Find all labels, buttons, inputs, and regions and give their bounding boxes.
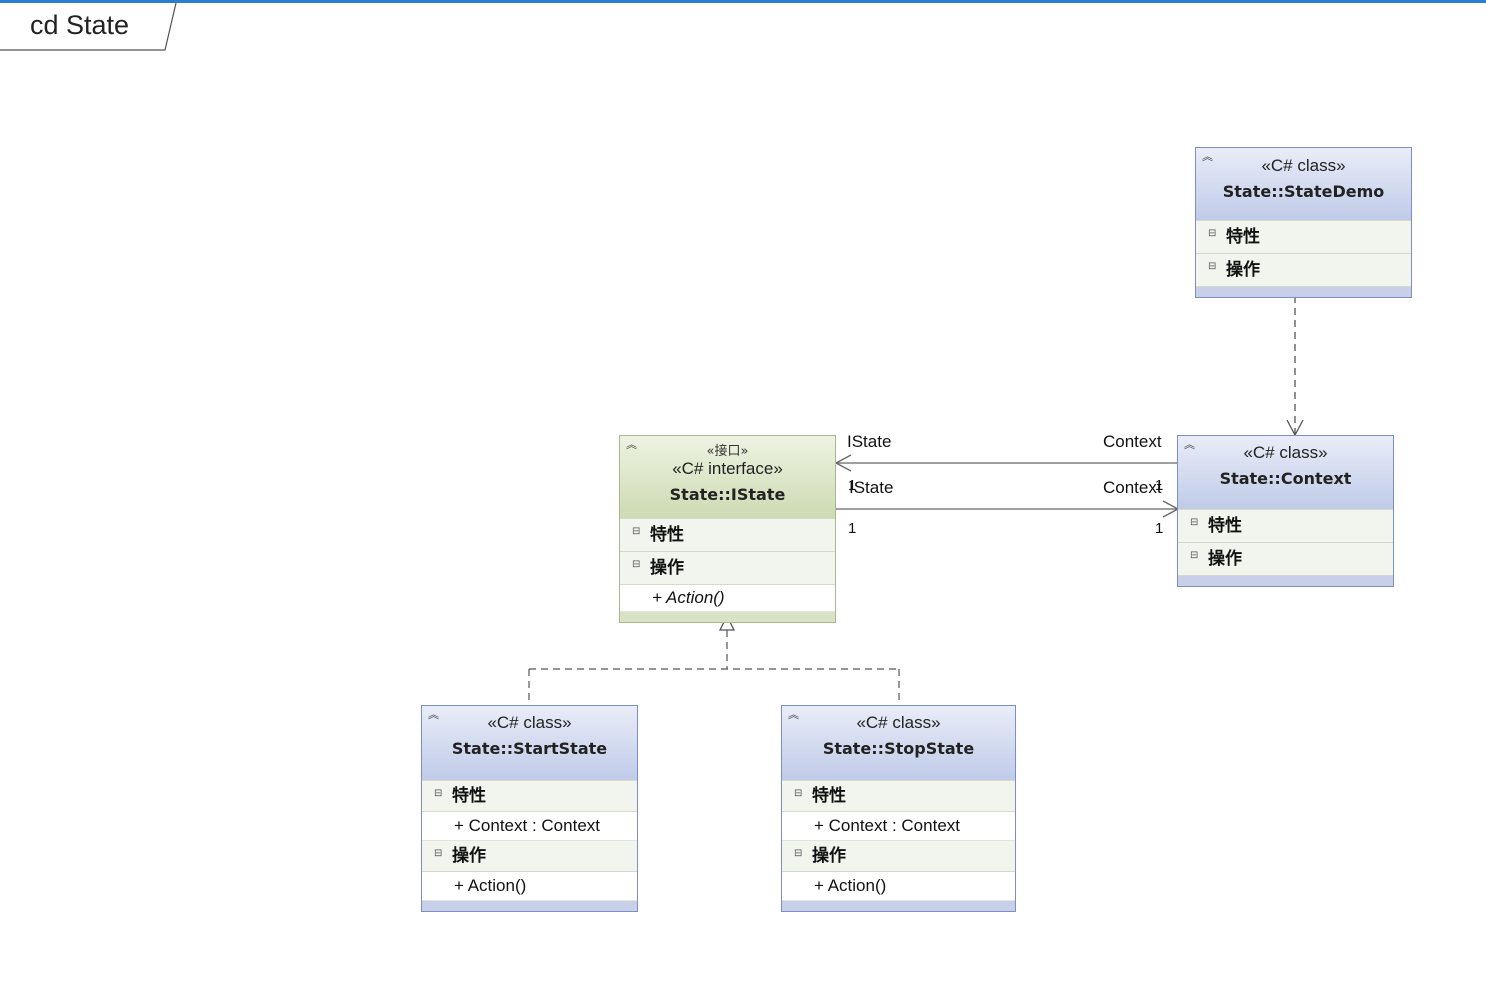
class-header[interactable]: ︽ «接口» «C# interface» State::IState [620, 436, 835, 519]
class-stopstate[interactable]: ︽ «C# class» State::StopState ⊟ 特性 + Con… [781, 705, 1016, 912]
stereotype: «C# class» [856, 713, 941, 732]
collapse-minus-icon[interactable]: ⊟ [632, 559, 641, 570]
class-name: State::StartState [451, 739, 608, 758]
class-name: State::StateDemo [1222, 182, 1385, 201]
stereotype: «C# class» [1243, 443, 1328, 462]
operations-label: 操作 [1226, 260, 1260, 280]
class-header[interactable]: ︽ «C# class» State::StartState [422, 706, 637, 781]
collapse-chevron-icon[interactable]: ︽ [428, 708, 439, 721]
collapse-minus-icon[interactable]: ⊟ [1208, 228, 1217, 239]
association-top-arrowhead [834, 454, 852, 472]
class-statedemo[interactable]: ︽ «C# class» State::StateDemo ⊟ 特性 ⊟ 操作 [1195, 147, 1412, 298]
operation-member[interactable]: + Action() [620, 585, 835, 612]
diagram-frame-title: cd State [30, 10, 130, 40]
attributes-label: 特性 [452, 786, 486, 806]
frame-tab [0, 3, 177, 51]
stereotype: «C# class» [1261, 156, 1346, 175]
operation-member[interactable]: + Action() [782, 872, 1015, 901]
collapse-minus-icon[interactable]: ⊟ [794, 788, 803, 799]
attributes-section[interactable]: ⊟ 特性 [782, 781, 1015, 812]
operations-label: 操作 [452, 846, 486, 866]
multiplicity-top-right: 1 [1155, 477, 1164, 494]
stereotype: «C# interface» [672, 459, 783, 478]
attributes-label: 特性 [650, 525, 684, 545]
operations-section[interactable]: ⊟ 操作 [422, 841, 637, 872]
class-header[interactable]: ︽ «C# class» State::StateDemo [1196, 148, 1411, 221]
class-footer [422, 901, 637, 911]
collapse-chevron-icon[interactable]: ︽ [1202, 150, 1213, 163]
attributes-section[interactable]: ⊟ 特性 [1196, 221, 1411, 254]
class-startstate[interactable]: ︽ «C# class» State::StartState ⊟ 特性 + Co… [421, 705, 638, 912]
multiplicity-bottom-left: 1 [848, 520, 857, 537]
collapse-chevron-icon[interactable]: ︽ [626, 438, 637, 451]
class-footer [620, 612, 835, 622]
class-footer [782, 901, 1015, 911]
operation-member[interactable]: + Action() [422, 872, 637, 901]
collapse-chevron-icon[interactable]: ︽ [788, 708, 799, 721]
operations-section[interactable]: ⊟ 操作 [1178, 543, 1393, 576]
class-footer [1196, 287, 1411, 297]
operations-label: 操作 [650, 558, 684, 578]
collapse-minus-icon[interactable]: ⊟ [1190, 517, 1199, 528]
collapse-minus-icon[interactable]: ⊟ [794, 848, 803, 859]
multiplicity-bottom-right: 1 [1155, 520, 1164, 537]
attributes-section[interactable]: ⊟ 特性 [422, 781, 637, 812]
attributes-section[interactable]: ⊟ 特性 [1178, 510, 1393, 543]
attributes-label: 特性 [1208, 516, 1242, 536]
collapse-minus-icon[interactable]: ⊟ [1208, 261, 1217, 272]
operations-section[interactable]: ⊟ 操作 [620, 552, 835, 585]
class-footer [1178, 576, 1393, 586]
attributes-section[interactable]: ⊟ 特性 [620, 519, 835, 552]
class-header[interactable]: ︽ «C# class» State::StopState [782, 706, 1015, 781]
operations-section[interactable]: ⊟ 操作 [782, 841, 1015, 872]
interface-istate[interactable]: ︽ «接口» «C# interface» State::IState ⊟ 特性… [619, 435, 836, 623]
stereotype: «C# class» [487, 713, 572, 732]
role-label-istate-top: IState [847, 432, 892, 451]
attributes-label: 特性 [1226, 227, 1260, 247]
collapse-minus-icon[interactable]: ⊟ [1190, 550, 1199, 561]
collapse-minus-icon[interactable]: ⊟ [632, 526, 641, 537]
class-name: State::IState [669, 485, 786, 504]
role-label-istate-bottom: IState [849, 478, 894, 497]
attributes-label: 特性 [812, 786, 846, 806]
attribute-member[interactable]: + Context : Context [422, 812, 637, 841]
attribute-member[interactable]: + Context : Context [782, 812, 1015, 841]
class-context[interactable]: ︽ «C# class» State::Context ⊟ 特性 ⊟ 操作 [1177, 435, 1394, 587]
stereotype-small: «接口» [706, 444, 749, 459]
collapse-chevron-icon[interactable]: ︽ [1184, 438, 1195, 451]
role-label-context-bottom: Context [1103, 478, 1162, 497]
collapse-minus-icon[interactable]: ⊟ [434, 788, 443, 799]
collapse-minus-icon[interactable]: ⊟ [434, 848, 443, 859]
class-name: State::StopState [822, 739, 975, 758]
frame-top-border [0, 0, 1486, 3]
class-header[interactable]: ︽ «C# class» State::Context [1178, 436, 1393, 510]
operations-label: 操作 [812, 846, 846, 866]
operations-label: 操作 [1208, 549, 1242, 569]
operations-section[interactable]: ⊟ 操作 [1196, 254, 1411, 287]
multiplicity-bottom-left-upper: 1 [848, 477, 857, 494]
role-label-context-top: Context [1103, 432, 1162, 451]
class-name: State::Context [1219, 469, 1352, 488]
